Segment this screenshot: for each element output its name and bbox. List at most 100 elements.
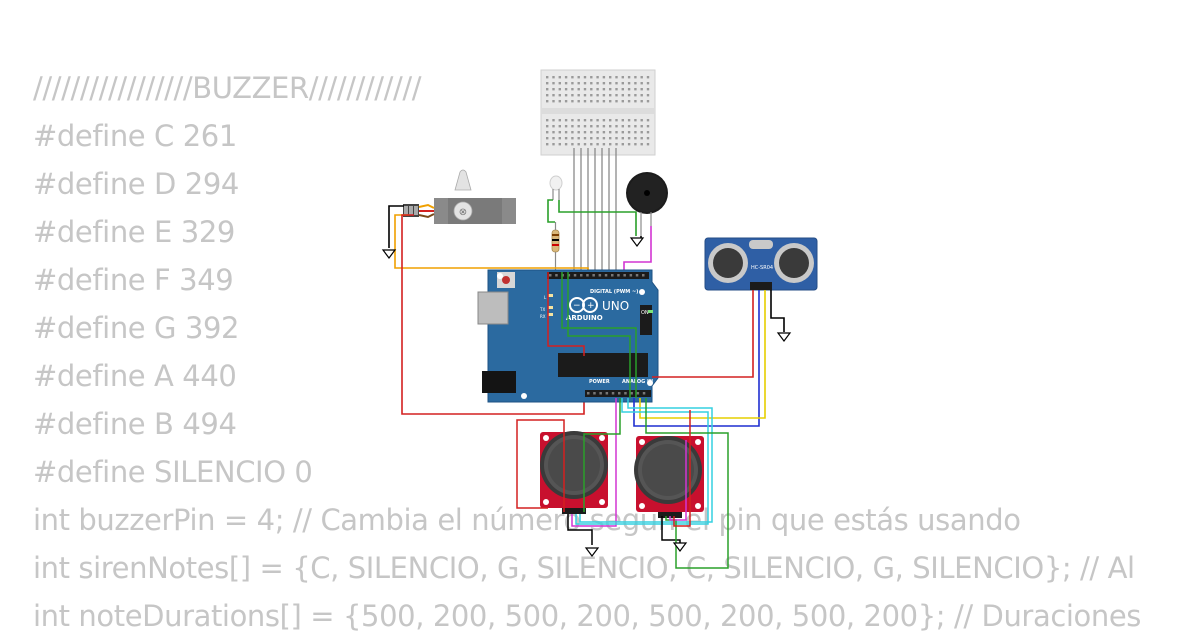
breadboard-hole [602, 131, 606, 134]
breadboard-hole [615, 82, 618, 85]
breadboard-hole [627, 125, 631, 128]
breadboard-hole [577, 137, 580, 140]
breadboard-hole [571, 143, 574, 146]
led[interactable] [549, 175, 563, 200]
joystick-module-left[interactable] [540, 431, 608, 514]
breadboard-hole [646, 88, 650, 91]
code-line: /////////////////BUZZER//////////// [33, 71, 422, 105]
breadboard-hole [634, 125, 637, 128]
breadboard-hole [546, 82, 549, 85]
breadboard-hole [552, 100, 555, 103]
breadboard-hole [621, 143, 624, 146]
breadboard-hole [621, 76, 624, 79]
header-pin[interactable] [567, 274, 571, 277]
breadboard-hole [627, 137, 631, 140]
breadboard-hole [546, 94, 549, 97]
breadboard-hole [627, 119, 631, 122]
header-pin[interactable] [618, 392, 621, 395]
header-pin[interactable] [630, 392, 633, 395]
breadboard-hole [602, 88, 606, 91]
breadboard-hole [602, 119, 606, 122]
breadboard-hole [634, 137, 637, 140]
digital-header-pins[interactable] [549, 274, 645, 277]
header-pin[interactable] [642, 274, 645, 277]
breadboard-hole [621, 100, 624, 103]
breadboard-hole [577, 119, 580, 122]
breadboard-hole [583, 125, 587, 128]
breadboard-hole [596, 137, 599, 140]
breadboard-hole [552, 94, 555, 97]
breadboard-hole [609, 131, 612, 134]
breadboard-hole [602, 94, 606, 97]
header-pin[interactable] [599, 392, 602, 395]
breadboard-hole [634, 119, 637, 122]
rx-label: RX [540, 314, 546, 319]
header-pin[interactable] [617, 274, 620, 277]
breadboard-hole [590, 94, 593, 97]
breadboard-hole [558, 94, 561, 97]
breadboard-hole [640, 119, 643, 122]
header-pin[interactable] [587, 392, 590, 395]
servo-motor[interactable]: ⊗ [403, 169, 516, 224]
breadboard-hole [564, 125, 568, 128]
joystick-wires [516, 398, 729, 569]
breadboard-hole [583, 131, 587, 134]
l-label: L [544, 295, 547, 300]
breadboard-hole [615, 143, 618, 146]
signal-wires [547, 272, 637, 398]
resistor[interactable] [551, 222, 560, 272]
header-pin[interactable] [592, 274, 595, 277]
breadboard-hole [552, 76, 555, 79]
breadboard-hole [609, 143, 612, 146]
header-pin[interactable] [580, 274, 583, 277]
breadboard-hole [615, 131, 618, 134]
header-pin[interactable] [593, 392, 596, 395]
breadboard-hole [571, 131, 574, 134]
analog-header-pins[interactable] [587, 392, 646, 395]
ultrasonic-sensor[interactable]: HC-SR04 [704, 237, 818, 291]
piezo-buzzer[interactable] [626, 172, 668, 236]
header-pin[interactable] [629, 274, 633, 277]
breadboard-hole [634, 76, 637, 79]
header-pin[interactable] [611, 392, 615, 395]
breadboard-hole [627, 76, 631, 79]
header-pin[interactable] [624, 392, 627, 395]
breadboard-hole [615, 125, 618, 128]
breadboard-hole [577, 94, 580, 97]
breadboard-hole [564, 76, 568, 79]
breadboard-hole [627, 88, 631, 91]
breadboard-hole [596, 119, 599, 122]
header-pin[interactable] [549, 274, 552, 277]
breadboard-hole [621, 94, 624, 97]
header-pin[interactable] [611, 274, 614, 277]
servo-wires [388, 205, 589, 415]
header-pin[interactable] [636, 392, 640, 395]
breadboard-hole [558, 76, 561, 79]
breadboard-hole [546, 143, 549, 146]
breadboard[interactable] [540, 69, 656, 156]
header-pin[interactable] [642, 392, 646, 395]
header-pin[interactable] [623, 274, 626, 277]
header-pin[interactable] [605, 392, 609, 395]
header-pin[interactable] [604, 274, 608, 277]
breadboard-hole [634, 88, 637, 91]
breadboard-hole [590, 82, 593, 85]
breadboard-hole [546, 119, 549, 122]
header-pin[interactable] [635, 274, 639, 277]
ground-symbol [776, 332, 792, 342]
breadboard-hole [590, 131, 593, 134]
breadboard-hole [590, 143, 593, 146]
power-label: POWER [589, 379, 610, 385]
breadboard-hole [640, 94, 643, 97]
breadboard-hole [640, 82, 643, 85]
breadboard-hole [634, 131, 637, 134]
breadboard-hole [609, 88, 612, 91]
header-pin[interactable] [586, 274, 589, 277]
breadboard-hole [621, 82, 624, 85]
header-pin[interactable] [573, 274, 577, 277]
breadboard-hole [564, 82, 568, 85]
joystick-module-right[interactable] [634, 436, 704, 518]
header-pin[interactable] [555, 274, 558, 277]
header-pin[interactable] [598, 274, 602, 277]
